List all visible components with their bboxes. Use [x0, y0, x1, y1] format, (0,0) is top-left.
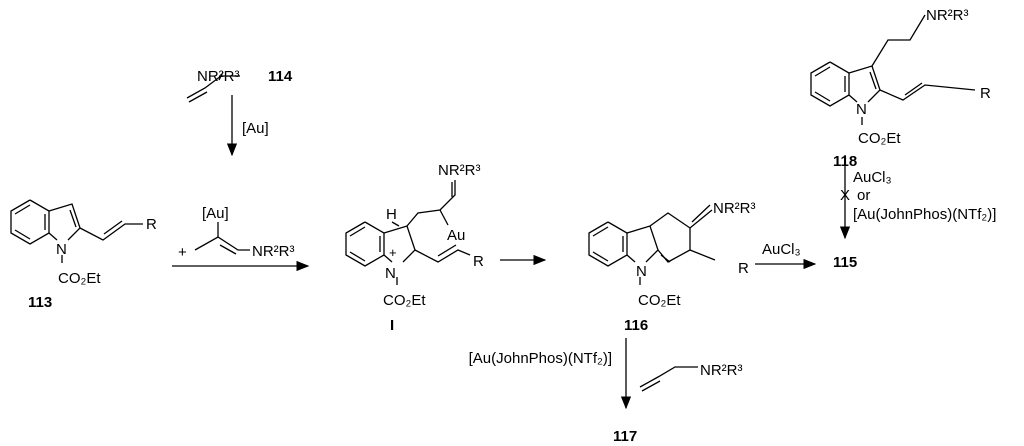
step118-or: or — [857, 187, 870, 204]
c113-N: N — [56, 241, 67, 258]
c118-vinyl — [879, 84, 976, 101]
c113-double — [103, 220, 123, 235]
allene-114-double — [218, 71, 224, 81]
c116-R — [689, 249, 716, 261]
allene-114 — [186, 75, 240, 99]
step118-cross: X — [840, 187, 850, 204]
c116-pyrrole — [626, 225, 659, 263]
intI-vinyl — [414, 249, 471, 263]
intI-benzene — [345, 221, 385, 267]
c116-double — [592, 226, 609, 237]
allene-117 — [639, 366, 698, 388]
c116-exo — [691, 204, 711, 223]
step115-reagent: AuCl₃ — [762, 241, 801, 258]
intI-H: H — [386, 206, 397, 223]
step2-metal: [Au] — [202, 205, 229, 222]
intI-group: NR²R³ — [438, 162, 481, 179]
c118-group: NR²R³ — [926, 7, 969, 24]
c116-R: R — [738, 260, 749, 277]
intI-ester: CO₂Et — [383, 292, 426, 309]
c118-chain — [871, 14, 926, 67]
c116-benzene — [588, 221, 628, 267]
intI-N: N — [385, 265, 396, 282]
step118-reagent1: AuCl₃ — [853, 169, 892, 186]
intI-metal: Au — [447, 227, 465, 244]
intI-pyrrole — [383, 225, 416, 263]
c118-ester: CO₂Et — [858, 130, 901, 147]
c118-pyrrole — [848, 94, 858, 103]
allene-117-double — [641, 380, 661, 392]
c113-pyrrole — [48, 232, 58, 241]
step2-plus: + — [178, 244, 187, 261]
step118-reagent2: [Au(JohnPhos)(NTf₂)] — [853, 206, 996, 223]
c113-label: 113 — [28, 294, 52, 311]
intI-R: R — [473, 253, 484, 270]
c113-double — [14, 204, 31, 215]
c118-N: N — [856, 101, 867, 118]
c113-vinyl — [79, 223, 143, 241]
c118-R: R — [980, 85, 991, 102]
c113-R: R — [146, 216, 157, 233]
c118-pyrrole — [848, 65, 881, 103]
allene-114-double — [188, 91, 208, 103]
c116-pyrrole — [626, 254, 636, 263]
c113-pyrrole — [48, 203, 81, 241]
c118-double — [814, 91, 831, 102]
intI-double — [349, 251, 366, 262]
c115-label: 115 — [833, 254, 857, 271]
intI-chain — [406, 180, 456, 227]
intI-pyrrole — [383, 254, 393, 263]
intI-double — [349, 226, 366, 237]
step117-group: NR²R³ — [700, 362, 743, 379]
c118-benzene — [810, 61, 850, 107]
bond-lines — [10, 14, 976, 392]
c116-label: 116 — [624, 317, 648, 334]
c116-double — [660, 254, 671, 263]
c113-ester: CO₂Et — [58, 270, 101, 287]
c116-group: NR²R³ — [713, 200, 756, 217]
c118-double — [904, 82, 923, 96]
intI-au — [439, 209, 449, 226]
c118-double — [814, 66, 831, 77]
c116-ester: CO₂Et — [638, 292, 681, 309]
c113-double — [69, 209, 77, 228]
c113-benzene — [10, 199, 50, 245]
c113-double — [14, 229, 31, 240]
c116-ring — [649, 209, 713, 229]
intI-label: I — [390, 317, 394, 334]
intI-H — [391, 221, 400, 227]
step1-catalyst: [Au] — [242, 120, 269, 137]
reagent-114-group: NR²R³ — [197, 68, 240, 85]
intI-charge: + — [389, 245, 397, 260]
vinyl-gold — [194, 236, 250, 251]
intI-double — [437, 244, 457, 257]
vinyl-gold-double — [219, 244, 237, 255]
c117-label: 117 — [613, 428, 637, 445]
reagent-114-label: 114 — [268, 68, 293, 85]
c118-double — [869, 71, 877, 90]
step117-catalyst: [Au(JohnPhos)(NTf₂)] — [469, 350, 612, 367]
c116-double — [592, 251, 609, 262]
step2-group: NR²R³ — [252, 243, 295, 260]
c116-N: N — [636, 263, 647, 280]
